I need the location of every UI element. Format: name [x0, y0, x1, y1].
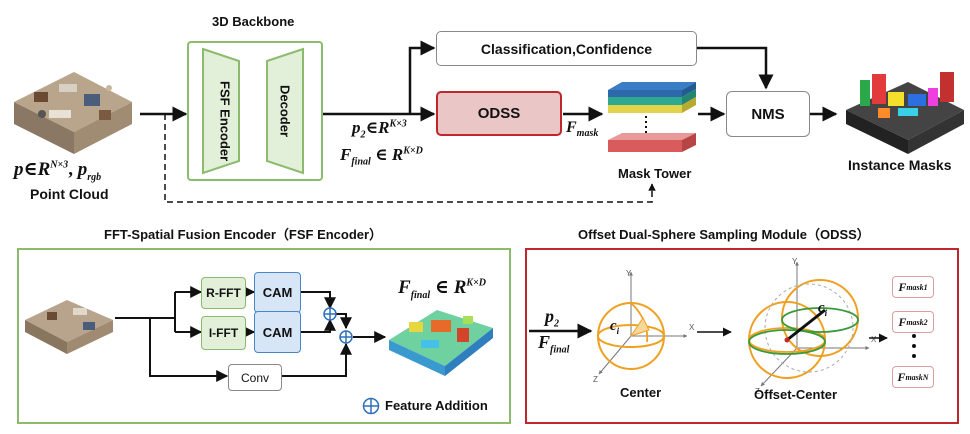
backbone-title: 3D Backbone: [212, 14, 295, 29]
center-ci-label: ci: [610, 318, 620, 336]
backbone-box: [187, 41, 323, 181]
svg-text:Y: Y: [792, 257, 798, 266]
odss-input-p2: p2: [545, 306, 559, 330]
odss-input-ffinal: Ffinal: [538, 332, 570, 356]
point-cloud-formula: p∈RN×3, prgb: [14, 159, 102, 183]
odss-panel-title: Offset Dual-Sphere Sampling Module（ODSS）: [578, 227, 870, 242]
instance-masks-image: [846, 72, 964, 154]
point-cloud-label: Point Cloud: [30, 186, 109, 202]
mask-tower: [608, 82, 696, 152]
decoder-trapezoid: [266, 47, 304, 175]
cam-box-1: CAM: [254, 272, 301, 313]
point-cloud-image: [14, 72, 132, 154]
feature-addition-legend-icon: [362, 397, 380, 415]
decoder-label: Decoder: [277, 84, 293, 138]
odss-box: ODSS: [436, 91, 562, 136]
center-sphere: Y X Z: [593, 269, 695, 384]
center-label: Center: [620, 385, 662, 400]
offset-center-label: Offset-Center: [754, 387, 838, 402]
fsf-panel-title: FFT-Spatial Fusion Encoder（FSF Encoder）: [104, 227, 383, 242]
offset-center-spheres: Y X Z: [748, 257, 877, 396]
odss-drawing: Y X Z Y X Z: [529, 257, 916, 396]
cam-box-2: CAM: [254, 311, 301, 353]
fmask-formula: Fmask: [566, 119, 599, 140]
backbone-blocks: [202, 47, 304, 175]
fsf-connectors: [25, 286, 493, 382]
ffinal-formula-top: Ffinal ∈ RK×D: [340, 145, 423, 168]
nms-box: NMS: [726, 91, 810, 137]
offset-ci-label: ci: [818, 300, 828, 318]
arrow-to-classification: [408, 40, 436, 114]
odss-panel: [525, 248, 959, 424]
ifft-box: I-FFT: [201, 316, 246, 350]
rfft-box: R-FFT: [201, 277, 246, 309]
svg-text:X: X: [689, 323, 695, 332]
output-ellipsis: [912, 334, 916, 358]
fsf-encoder-label: FSF Encoder: [217, 81, 233, 162]
dashed-skip-connection: [164, 114, 656, 203]
classification-box: Classification,Confidence: [436, 31, 697, 66]
instance-masks-label: Instance Masks: [848, 157, 952, 173]
mask-tower-label: Mask Tower: [618, 166, 692, 181]
feature-addition-legend-label: Feature Addition: [385, 398, 488, 413]
svg-text:X: X: [871, 335, 877, 344]
svg-text:Z: Z: [755, 387, 760, 396]
arrow-classification-to-nms: [697, 46, 774, 90]
encoder-trapezoid: [202, 47, 240, 175]
fsf-input-point-cloud: [25, 300, 113, 354]
fsf-ffinal-formula: Ffinal ∈ RK×D: [398, 277, 486, 301]
svg-text:Y: Y: [626, 269, 632, 278]
svg-text:Z: Z: [593, 375, 598, 384]
p2-formula: p2∈RK×3: [352, 118, 407, 141]
fsf-panel: [17, 248, 511, 424]
fsf-output-point-cloud: [389, 310, 493, 376]
conv-box: Conv: [228, 364, 282, 391]
